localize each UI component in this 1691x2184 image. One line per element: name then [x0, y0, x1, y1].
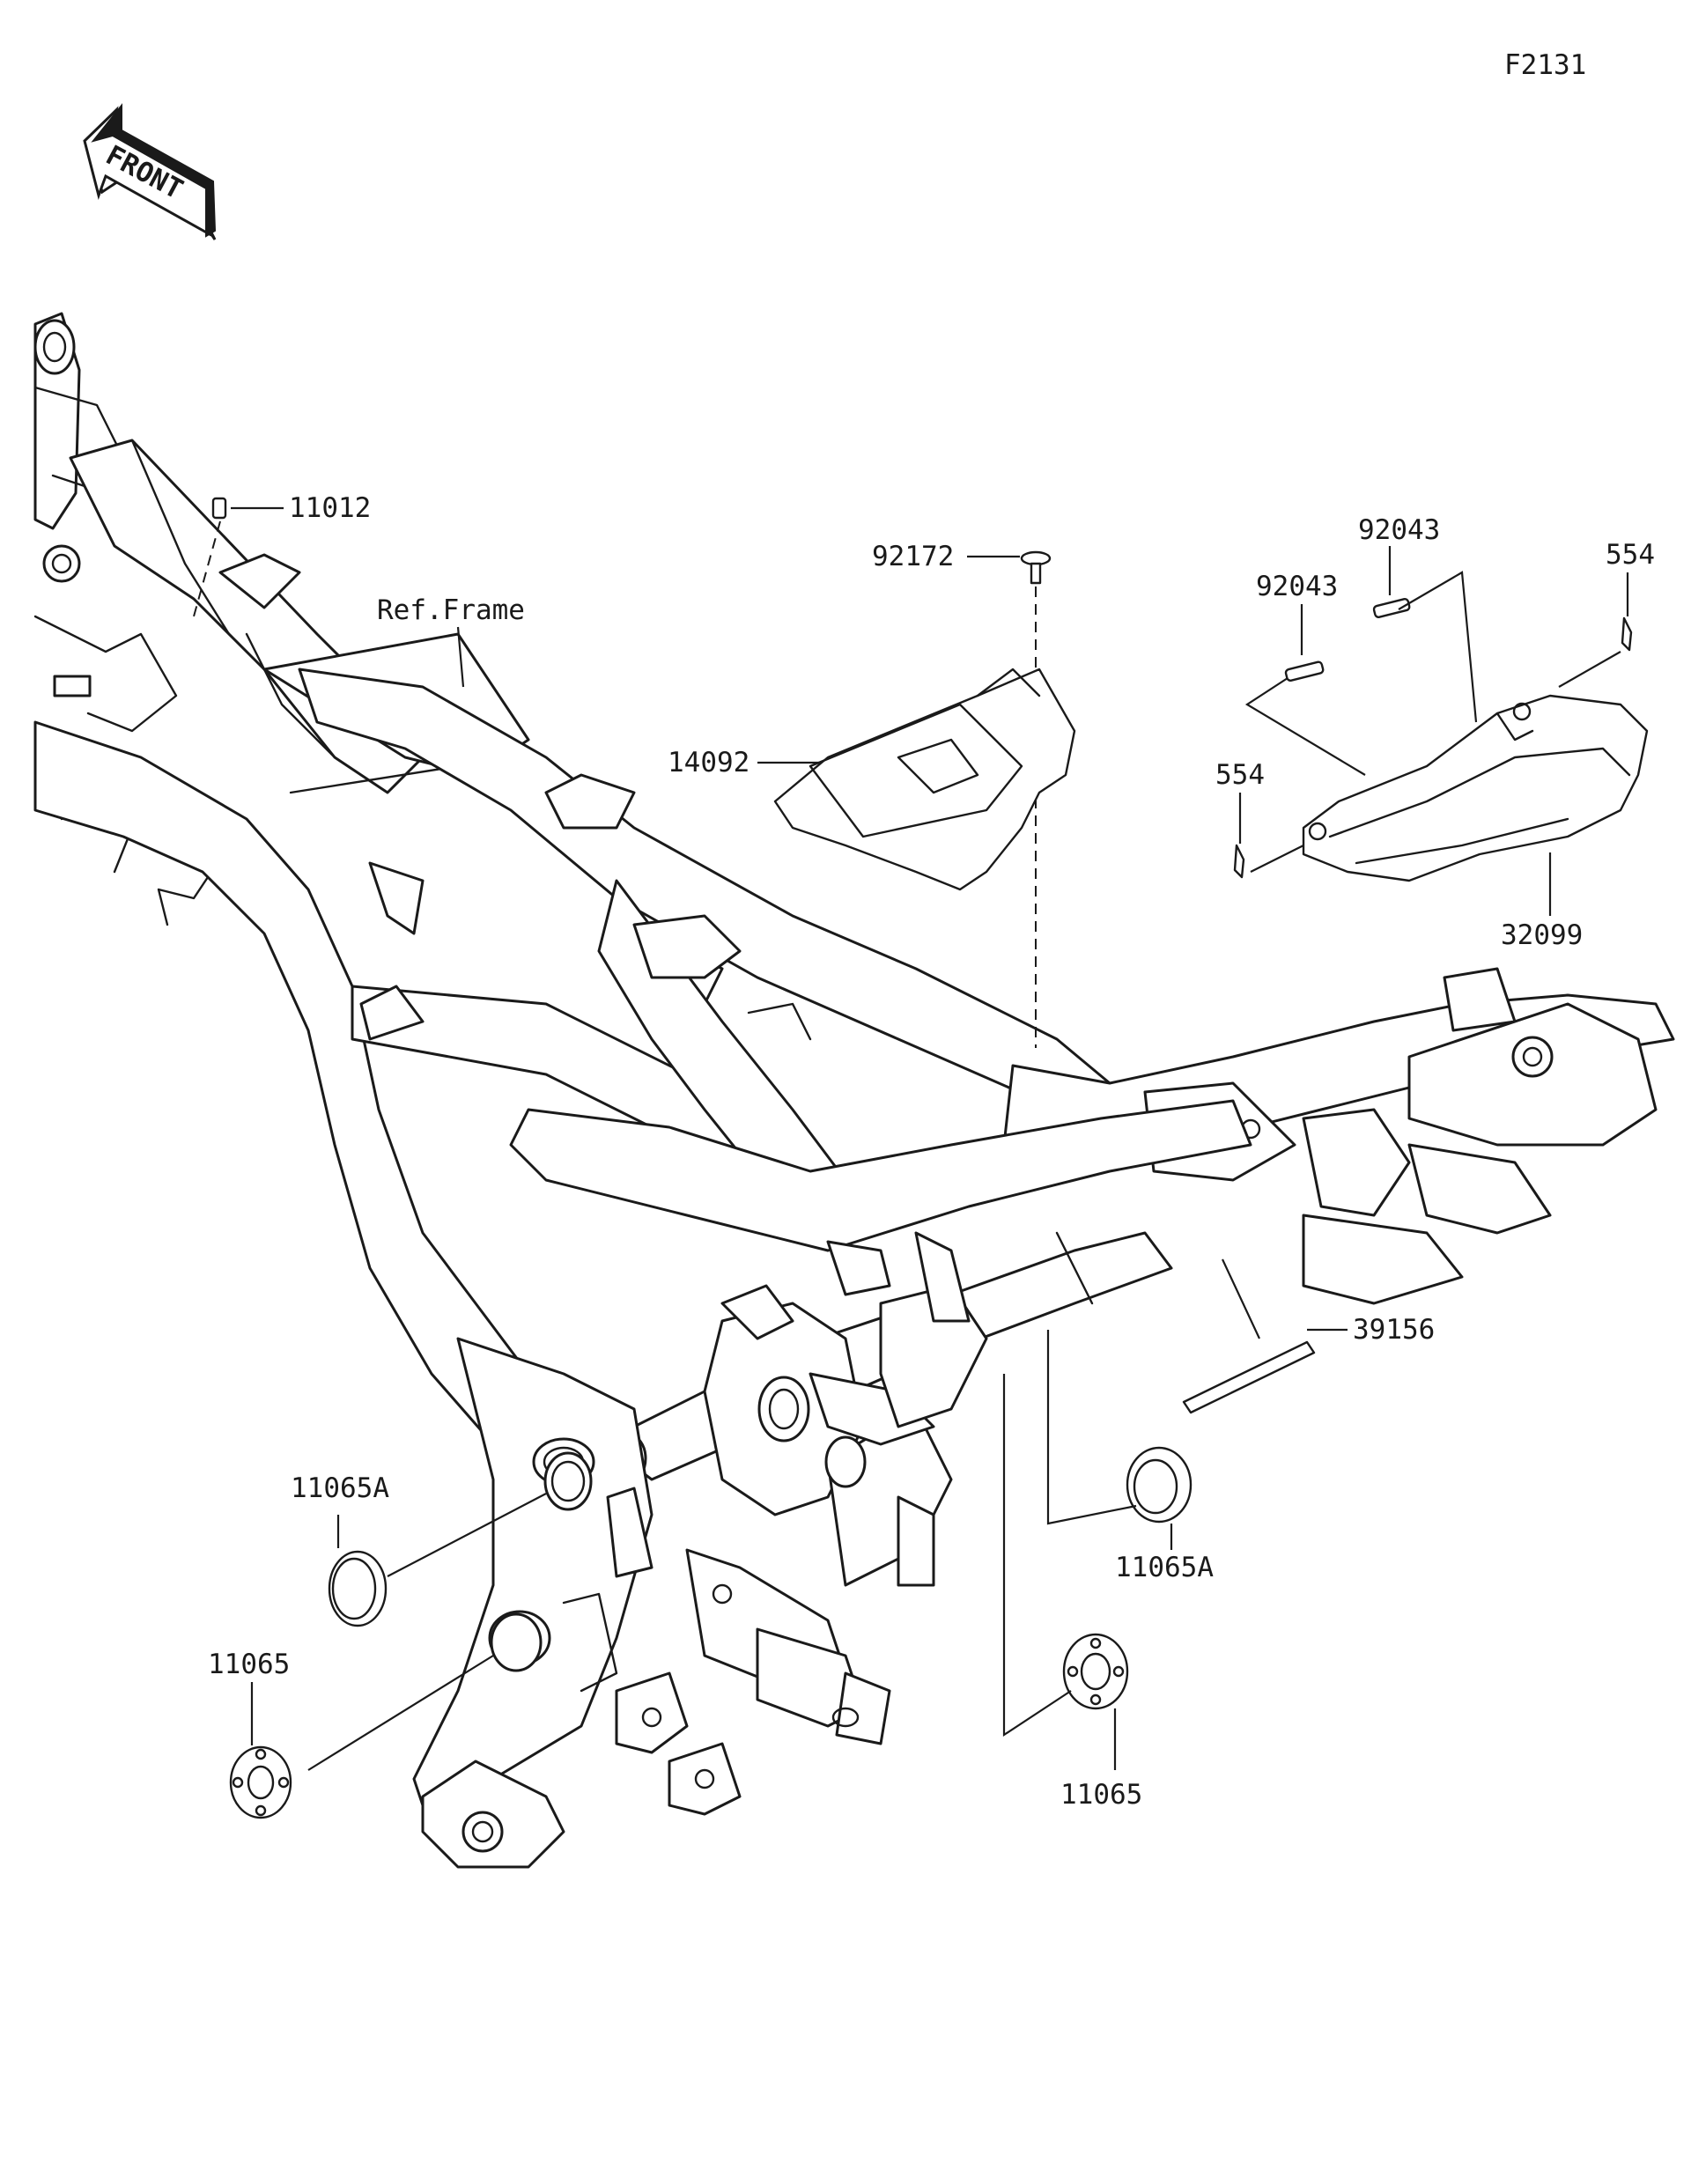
part-number-11012: 11012 [289, 492, 371, 524]
part-92172: 92172 [872, 541, 1052, 1048]
part-554-left: 554 [1215, 759, 1304, 879]
part-number-11065A-left: 11065A [291, 1472, 389, 1504]
frame-drawing [33, 312, 1675, 1869]
front-arrow-icon: FRONT [83, 103, 217, 240]
part-number-554-right: 554 [1606, 539, 1655, 571]
part-number-11065-left: 11065 [208, 1649, 290, 1680]
part-554-right: 554 [1558, 539, 1655, 688]
part-14092: 14092 [668, 668, 1076, 891]
part-11065A-left: 11065A [291, 1472, 547, 1627]
part-92043-lower: 92043 [1244, 571, 1366, 776]
part-11065-right: 11065 [1002, 1374, 1142, 1811]
part-number-11065-right: 11065 [1060, 1779, 1142, 1811]
part-number-554-left: 554 [1215, 759, 1265, 791]
part-11012: 11012 [193, 492, 371, 617]
part-32099: 32099 [1302, 694, 1649, 951]
part-11065A-right: 11065A [1046, 1330, 1214, 1583]
part-number-14092: 14092 [668, 747, 750, 778]
ref-frame-callout: Ref.Frame [377, 594, 525, 688]
part-number-32099: 32099 [1501, 919, 1583, 951]
part-number-11065A-right: 11065A [1115, 1552, 1214, 1583]
part-number-92172: 92172 [872, 541, 954, 572]
ref-frame-label: Ref.Frame [377, 594, 525, 626]
diagram-code: F2131 [1504, 49, 1586, 81]
part-number-92043-upper: 92043 [1358, 514, 1440, 546]
part-39156: 39156 [1182, 1258, 1435, 1414]
part-11065-left: 11065 [208, 1649, 494, 1819]
part-92043-upper: 92043 [1358, 514, 1478, 723]
part-number-92043-lower: 92043 [1256, 571, 1338, 602]
part-number-39156: 39156 [1353, 1314, 1435, 1346]
